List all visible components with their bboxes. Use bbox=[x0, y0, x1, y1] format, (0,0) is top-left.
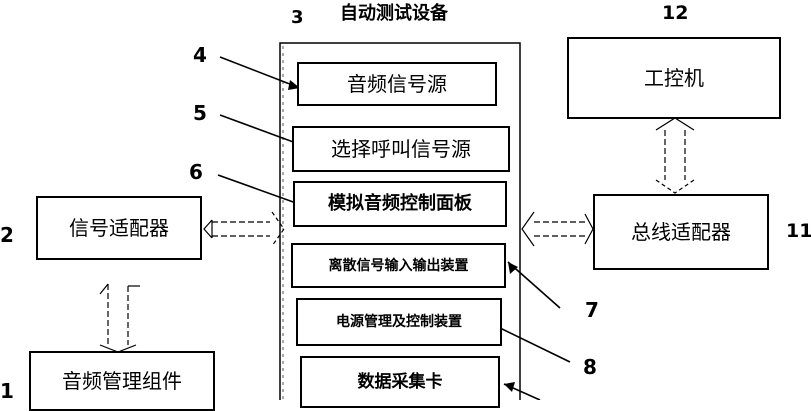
label-number-8: 8 bbox=[583, 355, 597, 379]
module-analog-audio-panel-label: 模拟音频控制面板 bbox=[328, 193, 472, 214]
label-number-7: 7 bbox=[585, 298, 599, 322]
label-number-5: 5 bbox=[193, 101, 207, 125]
leader-line-6 bbox=[217, 174, 297, 204]
ipc-box: 工控机 bbox=[567, 37, 781, 119]
bus-adapter-box: 总线适配器 bbox=[593, 194, 769, 270]
bus-adapter-label: 总线适配器 bbox=[631, 220, 731, 244]
module-power-management-label: 电源管理及控制装置 bbox=[336, 314, 462, 330]
module-daq-card: 数据采集卡 bbox=[300, 356, 500, 408]
module-audio-signal-source: 音频信号源 bbox=[297, 62, 497, 106]
arrowhead-9 bbox=[504, 382, 515, 392]
module-discrete-io: 离散信号输入输出装置 bbox=[291, 243, 506, 288]
module-selcal-signal-source-label: 选择呼叫信号源 bbox=[331, 137, 471, 161]
bus-arrow-vertical-left bbox=[99, 283, 140, 353]
leader-line-8 bbox=[499, 327, 571, 363]
leader-line-7 bbox=[507, 261, 561, 309]
device-number: 3 bbox=[291, 7, 304, 28]
module-discrete-io-label: 离散信号输入输出装置 bbox=[328, 257, 469, 274]
audio-mgmt-label: 音频管理组件 bbox=[62, 369, 182, 393]
signal-adapter-number: 2 bbox=[0, 223, 14, 247]
module-audio-signal-source-label: 音频信号源 bbox=[347, 72, 447, 96]
signal-adapter-label: 信号适配器 bbox=[69, 216, 169, 240]
bus-adapter-number: 11 bbox=[786, 220, 811, 242]
module-analog-audio-panel: 模拟音频控制面板 bbox=[293, 181, 507, 227]
module-daq-card-label: 数据采集卡 bbox=[357, 371, 443, 392]
signal-adapter-box: 信号适配器 bbox=[36, 196, 202, 260]
bus-arrow-left bbox=[203, 211, 285, 247]
audio-mgmt-number: 1 bbox=[0, 379, 14, 403]
device-outline bbox=[279, 42, 521, 400]
leader-line-5 bbox=[219, 114, 297, 144]
leader-line-4 bbox=[219, 56, 301, 89]
label-number-6: 6 bbox=[189, 160, 203, 184]
ipc-number: 12 bbox=[662, 2, 689, 24]
bus-arrow-vertical-right bbox=[655, 117, 695, 194]
bus-arrow-right bbox=[521, 211, 594, 247]
module-selcal-signal-source: 选择呼叫信号源 bbox=[292, 126, 510, 172]
module-power-management: 电源管理及控制装置 bbox=[296, 298, 502, 346]
label-number-4: 4 bbox=[193, 43, 207, 67]
ipc-label: 工控机 bbox=[644, 66, 704, 90]
arrowhead-7 bbox=[508, 262, 518, 274]
audio-mgmt-box: 音频管理组件 bbox=[29, 351, 215, 411]
connection-lines bbox=[99, 42, 695, 400]
device-title: 自动测试设备 bbox=[340, 3, 448, 24]
